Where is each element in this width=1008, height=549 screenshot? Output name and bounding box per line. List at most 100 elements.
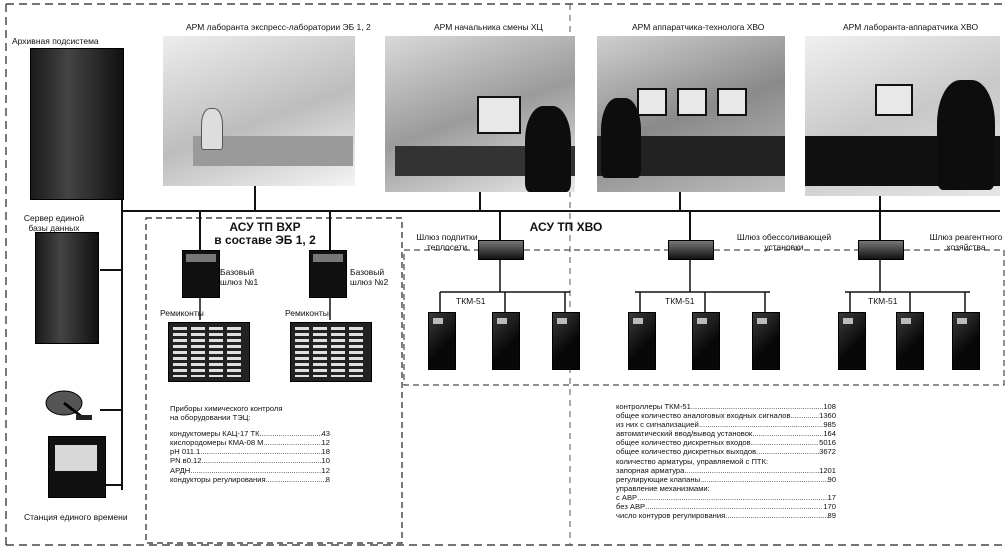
tkm-controller-image (428, 312, 456, 370)
hvo-item-label: общее количество дискретных выходов (616, 447, 756, 456)
chem-list-heading-line1: Приборы химического контроля (170, 404, 330, 413)
tkm-controller-image (896, 312, 924, 370)
remkonty-2-label: Ремиконты (285, 308, 329, 318)
tkm-1-label: ТКМ-51 (456, 296, 486, 306)
hvo-item-label: из них с сигнализацией (616, 420, 699, 429)
base-gateway-1-image (182, 250, 220, 298)
asu-vxr-title: АСУ ТП ВХР в составе ЭБ 1, 2 (200, 221, 330, 247)
hvo-item-label: контроллеры ТКМ-51 (616, 402, 691, 411)
hvo-item-value: 89 (828, 511, 836, 520)
time-station-image (48, 436, 106, 498)
hvo-list-row: управление механизмами: (616, 484, 836, 493)
base-gateway-2-label-line1: Базовый (350, 267, 392, 277)
photo-hvo-lab-operator (805, 36, 1000, 196)
chem-item-value: 10 (322, 456, 330, 465)
time-station-label: Станция единого времени (24, 512, 128, 522)
hvo-list-row: общее количество аналоговых входных сигн… (616, 411, 836, 420)
chem-item-label: PN в0.12 (170, 456, 201, 465)
hvo-item-label: без АВР (616, 502, 645, 511)
hvo-item-value: 170 (823, 502, 836, 511)
chem-item-label: АРДН (170, 466, 190, 475)
asu-hvo-title: АСУ ТП ХВО (516, 221, 616, 234)
hvo-list-row: общее количество дискретных выходов 3672 (616, 447, 836, 456)
photo-shift-chief (385, 36, 575, 192)
hvo-list-row: запорная арматура 1201 (616, 466, 836, 475)
base-gateway-2-label: Базовый шлюз №2 (350, 267, 392, 287)
chem-item-value: 8 (326, 475, 330, 484)
hvo-item-label: регулирующие клапаны (616, 475, 700, 484)
hvo-list-row: регулирующие клапаны90 (616, 475, 836, 484)
gateway-heating-label-line2: теплосети (406, 242, 488, 252)
hvo-item-value: 985 (823, 420, 836, 429)
hvo-list-row: общее количество дискретных входов 5016 (616, 438, 836, 447)
remkonty-1-label: Ремиконты (160, 308, 204, 318)
gateway-reagent-label-line1: Шлюз реагентного (928, 232, 1004, 242)
chem-list-row: АРДН 12 (170, 466, 330, 475)
satellite-antenna-icon (42, 385, 98, 421)
tkm-controller-image (838, 312, 866, 370)
arm-header-express-lab: АРМ лаборанта экспресс-лаборатории ЭБ 1,… (186, 22, 371, 32)
hvo-item-label: управление механизмами: (616, 484, 710, 493)
chem-item-label: кислородомеры КМА-08 М (170, 438, 264, 447)
tkm-controller-image (692, 312, 720, 370)
chem-list-row: pH 011.118 (170, 447, 330, 456)
chem-instruments-list: Приборы химического контроля на оборудов… (170, 404, 330, 484)
gateway-heating-image (478, 240, 524, 260)
hvo-list-row: контроллеры ТКМ-51 108 (616, 402, 836, 411)
hvo-item-value: 17 (828, 493, 836, 502)
gateway-desalination-label: Шлюз обессоливающей установки (734, 232, 834, 252)
remkonty-2-image (290, 322, 372, 382)
gateway-desalination-label-line1: Шлюз обессоливающей (734, 232, 834, 242)
photo-express-lab (163, 36, 355, 186)
base-gateway-1-label-line2: шлюз №1 (220, 277, 260, 287)
archive-label: Архивная подсистема (12, 36, 99, 46)
hvo-item-value: 3672 (819, 447, 836, 456)
hvo-list-row: автоматический ввод/вывод установок 164 (616, 429, 836, 438)
tkm-controller-image (952, 312, 980, 370)
hvo-item-label: общее количество аналоговых входных сигн… (616, 411, 791, 420)
gateway-desalination-image (668, 240, 714, 260)
arm-header-hvo-technologist: АРМ аппаратчика-технолога ХВО (632, 22, 764, 32)
chem-item-value: 43 (322, 429, 330, 438)
chem-item-label: pH 011.1 (170, 447, 200, 456)
chem-list-row: кондукторы регулирования 8 (170, 475, 330, 484)
chem-list-row: кондуктомеры КАЦ-17 ТК 43 (170, 429, 330, 438)
chem-list-row: кислородомеры КМА-08 М 12 (170, 438, 330, 447)
hvo-list-row: количество арматуры, управляемой с ПТК: (616, 457, 836, 466)
gateway-heating-label: Шлюз подпитки теплосети (406, 232, 488, 252)
chem-item-label: кондуктомеры КАЦ-17 ТК (170, 429, 260, 438)
chem-item-value: 12 (322, 466, 330, 475)
remkonty-1-image (168, 322, 250, 382)
chem-item-label: кондукторы регулирования (170, 475, 266, 484)
hvo-statistics-list: контроллеры ТКМ-51 108 общее количество а… (616, 402, 836, 520)
base-gateway-1-label-line1: Базовый (220, 267, 260, 277)
hvo-item-value: 108 (823, 402, 836, 411)
hvo-item-label: общее количество дискретных входов (616, 438, 751, 447)
hvo-item-value: 164 (823, 429, 836, 438)
server-label-line1: Сервер единой (8, 213, 100, 223)
tkm-controller-image (752, 312, 780, 370)
hvo-list-row: число контуров регулирования 89 (616, 511, 836, 520)
chem-item-value: 12 (322, 438, 330, 447)
hvo-item-value: 1360 (819, 411, 836, 420)
chem-list-row: PN в0.12 10 (170, 456, 330, 465)
base-gateway-2-image (309, 250, 347, 298)
base-gateway-2-label-line2: шлюз №2 (350, 277, 392, 287)
tkm-2-label: ТКМ-51 (665, 296, 695, 306)
hvo-list-row: без АВР 170 (616, 502, 836, 511)
hvo-item-label: автоматический ввод/вывод установок (616, 429, 752, 438)
hvo-item-label: запорная арматура (616, 466, 684, 475)
asu-vxr-title-line2: в составе ЭБ 1, 2 (200, 234, 330, 247)
server-label: Сервер единой базы данных (8, 213, 100, 233)
hvo-item-label: число контуров регулирования (616, 511, 725, 520)
tkm-controller-image (492, 312, 520, 370)
chem-list-heading-line2: на оборудовании ТЭЦ: (170, 413, 330, 422)
arm-header-shift-chief: АРМ начальника смены ХЦ (434, 22, 543, 32)
hvo-item-value: 5016 (819, 438, 836, 447)
gateway-heating-label-line1: Шлюз подпитки (406, 232, 488, 242)
hvo-item-value: 1201 (819, 466, 836, 475)
tkm-3-label: ТКМ-51 (868, 296, 898, 306)
tkm-controller-image (552, 312, 580, 370)
gateway-reagent-label-line2: хозяйства (928, 242, 1004, 252)
database-server-image (35, 232, 99, 344)
